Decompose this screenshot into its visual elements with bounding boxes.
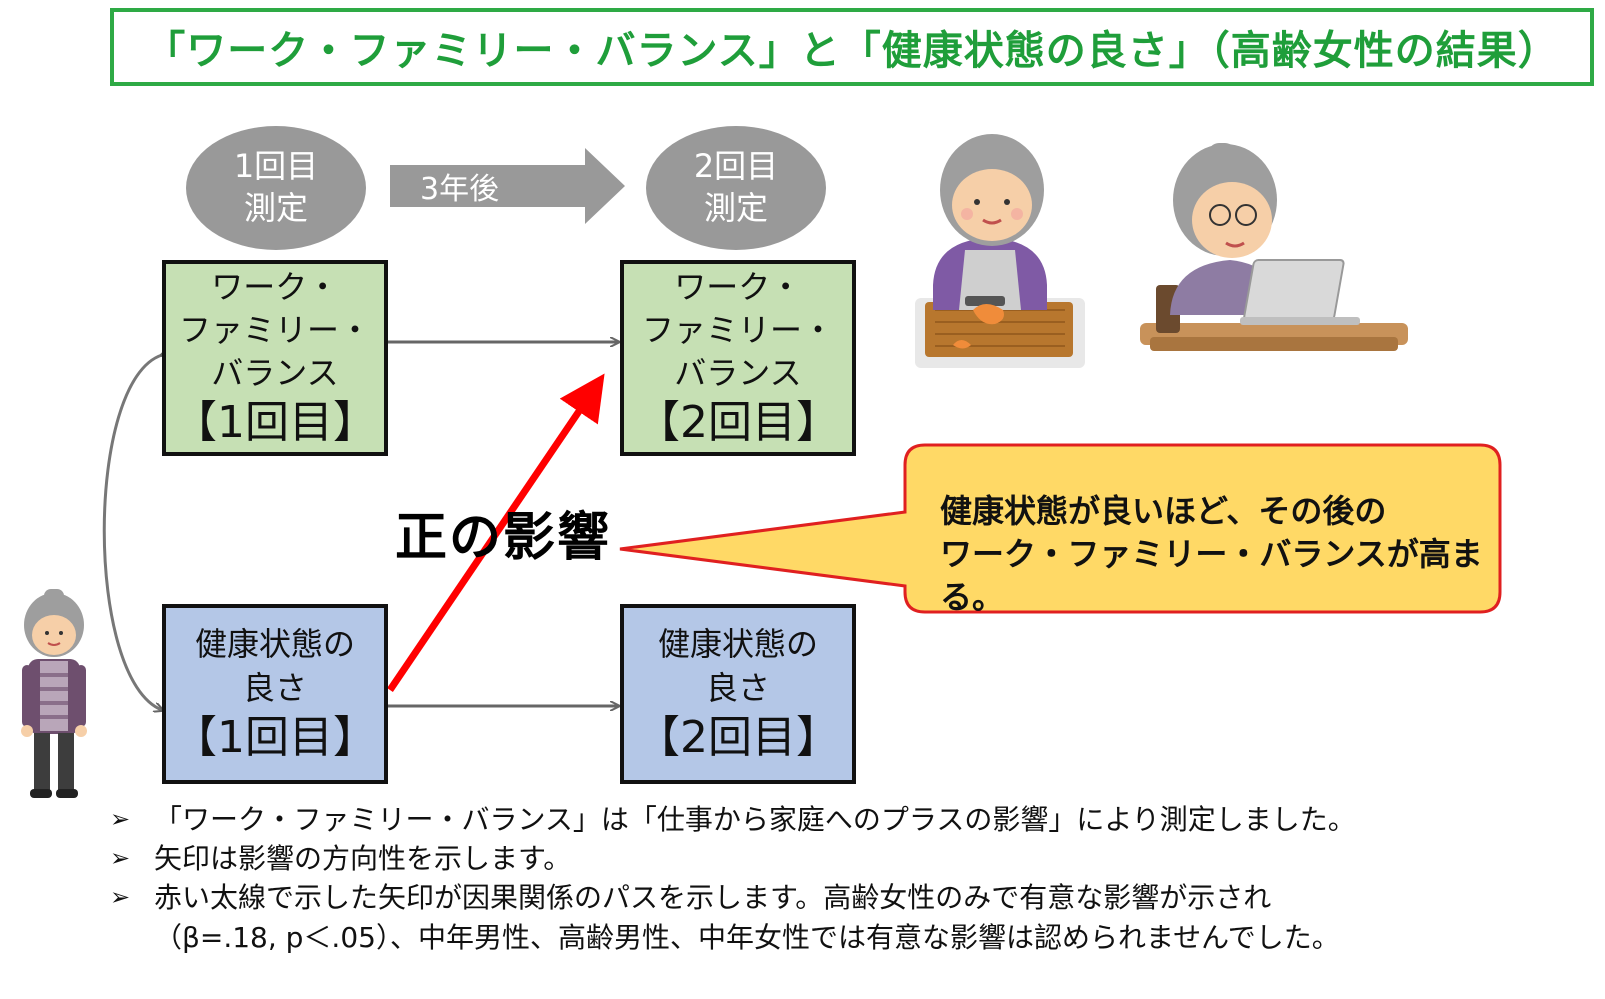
page-title-text: 「ワーク・ファミリー・バランス」と「健康状態の良さ」（高齢女性の結果） xyxy=(145,28,1559,74)
elderly-woman-cooking-icon xyxy=(915,134,1085,368)
callout-bubble xyxy=(619,443,1502,614)
health-time1-round: 【1回目】 xyxy=(173,711,377,763)
wfb-time1-round: 【1回目】 xyxy=(173,397,377,449)
note-text: 「ワーク・ファミリー・バランス」は「仕事から家庭へのプラスの影響」により測定しま… xyxy=(154,803,1356,836)
notes-list: ➢ 「ワーク・ファミリー・バランス」は「仕事から家庭へのプラスの影響」により測定… xyxy=(110,800,1570,957)
wfb-time1-box: ワーク・ ファミリー・ バランス 【1回目】 xyxy=(162,260,388,456)
interval-arrow xyxy=(390,148,625,224)
wfb-time2-box: ワーク・ ファミリー・ バランス 【2回目】 xyxy=(620,260,856,456)
wfb-time2-label: ワーク・ ファミリー・ バランス xyxy=(641,267,834,393)
second-measurement-ellipse: 2回目 測定 xyxy=(646,126,826,250)
arrowhead-bullet-icon: ➢ xyxy=(110,805,131,833)
note-item: ➢ 赤い太線で示した矢印が因果関係のパスを示します。高齢女性のみで有意な影響が示… xyxy=(110,878,1570,956)
elderly-woman-standing-icon xyxy=(21,589,87,798)
elderly-woman-laptop-icon xyxy=(1140,143,1408,351)
note-text: 赤い太線で示した矢印が因果関係のパスを示します。高齢女性のみで有意な影響が示され… xyxy=(154,881,1340,954)
callout-text: 健康状態が良いほど、その後の ワーク・ファミリー・バランスが高まる。 xyxy=(940,492,1483,617)
health-time2-label: 健康状態の 良さ xyxy=(657,625,818,707)
note-item: ➢ 矢印は影響の方向性を示します。 xyxy=(110,839,1570,878)
interval-label: 3年後 xyxy=(420,172,500,207)
note-text: 矢印は影響の方向性を示します。 xyxy=(154,842,572,876)
arrowhead-bullet-icon: ➢ xyxy=(110,883,131,912)
health-time2-round: 【2回目】 xyxy=(636,711,840,763)
first-measurement-label: 1回目 測定 xyxy=(233,147,319,227)
positive-effect-label: 正の影響 xyxy=(395,508,612,568)
note-item: ➢ 「ワーク・ファミリー・バランス」は「仕事から家庭へのプラスの影響」により測定… xyxy=(110,800,1570,839)
health-time1-label: 健康状態の 良さ xyxy=(194,625,355,707)
wfb-time2-round: 【2回目】 xyxy=(636,397,840,449)
first-measurement-ellipse: 1回目 測定 xyxy=(186,126,366,250)
correlation-curve xyxy=(102,355,162,710)
health-time1-box: 健康状態の 良さ 【1回目】 xyxy=(162,604,388,784)
wfb-time1-label: ワーク・ ファミリー・ バランス xyxy=(178,267,371,393)
health-time2-box: 健康状態の 良さ 【2回目】 xyxy=(620,604,856,784)
page-title: 「ワーク・ファミリー・バランス」と「健康状態の良さ」（高齢女性の結果） xyxy=(110,8,1594,86)
second-measurement-label: 2回目 測定 xyxy=(693,147,779,227)
arrowhead-bullet-icon: ➢ xyxy=(110,844,131,873)
causal-path-arrow xyxy=(387,373,605,692)
